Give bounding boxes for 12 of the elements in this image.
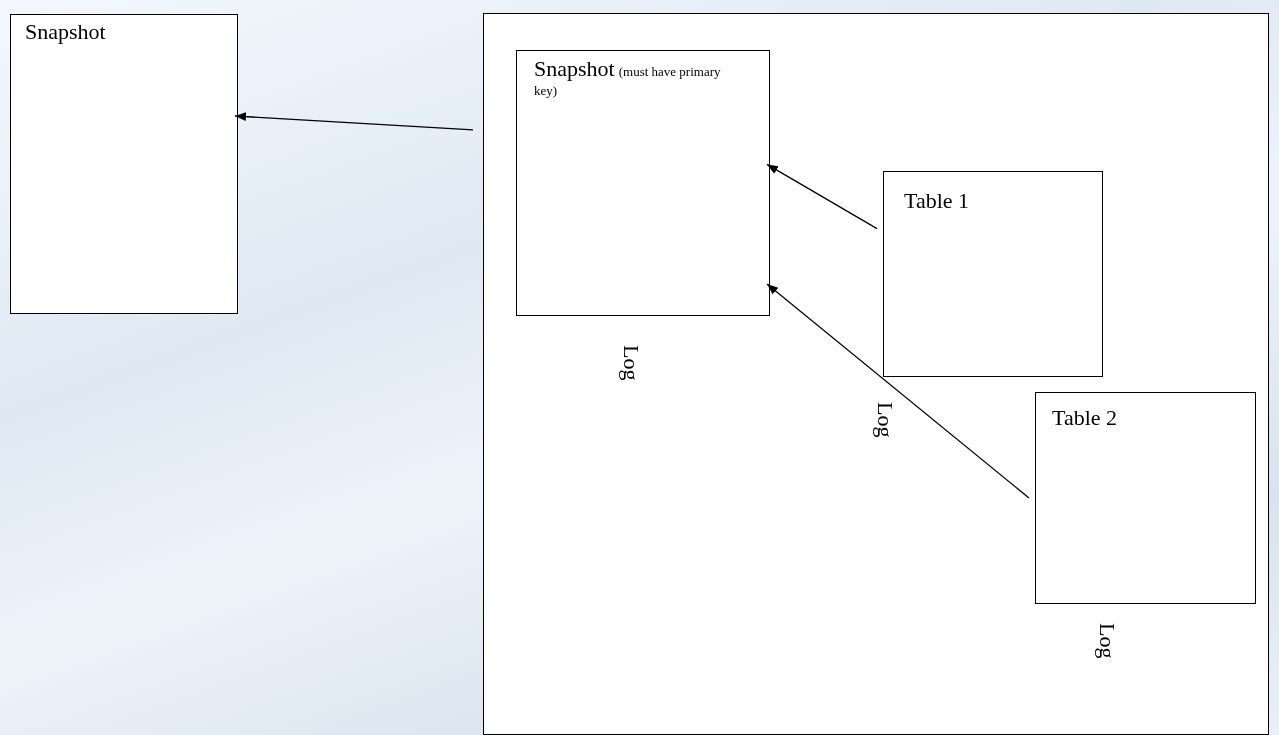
snapshot-box	[10, 14, 238, 314]
box-title: Snapshot (must have primary key)	[534, 56, 722, 100]
arrow	[234, 112, 474, 131]
frame-box	[483, 13, 1269, 735]
side-label: Log	[872, 402, 898, 438]
box-title: Table 1	[904, 188, 970, 214]
arrow	[766, 163, 878, 230]
box-title: Table 2	[1052, 405, 1118, 431]
box-title: Snapshot	[25, 19, 106, 45]
side-label: Log	[618, 345, 644, 381]
arrow	[766, 283, 1030, 499]
side-label: Log	[1094, 623, 1120, 659]
